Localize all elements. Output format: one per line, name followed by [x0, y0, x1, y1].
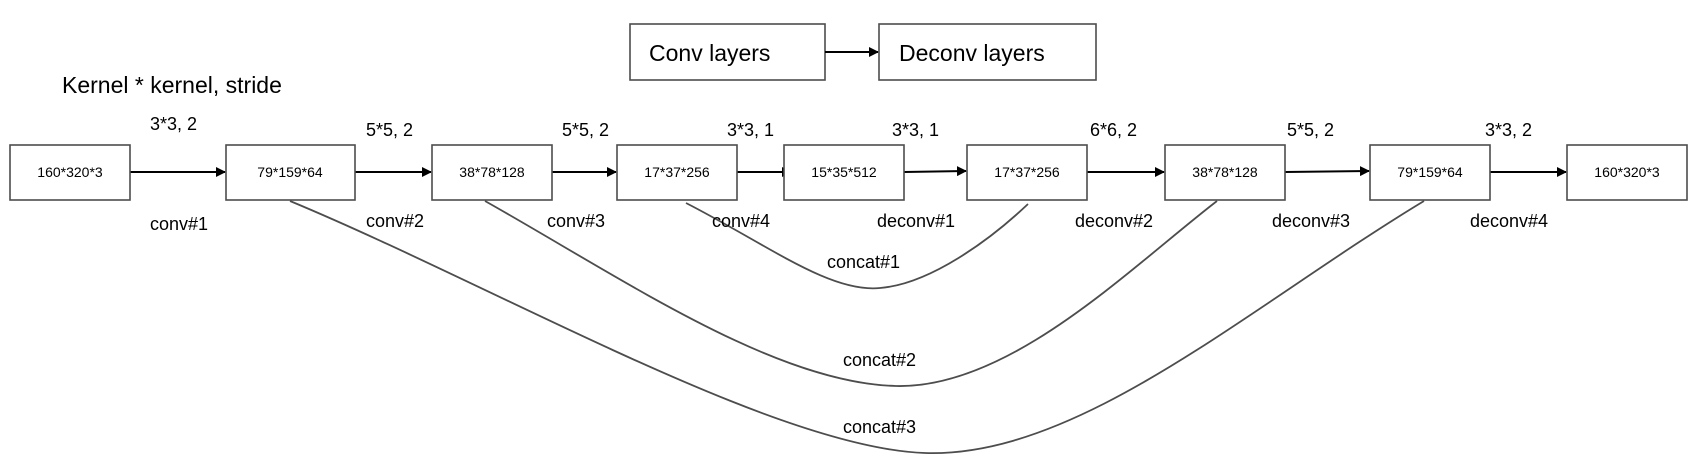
edge-name-conv-4: conv#4 [712, 211, 770, 231]
edge-params-conv-3: 5*5, 2 [562, 120, 609, 140]
forward-edges [130, 166, 1567, 177]
legend-conv-label: Conv layers [649, 40, 770, 66]
edge-params-deconv-1: 3*3, 1 [892, 120, 939, 140]
node-conv-4: 15*35*512 [783, 144, 905, 201]
node-label: 160*320*3 [1594, 164, 1660, 180]
node-label: 38*78*128 [459, 164, 525, 180]
edge-name-deconv-3: deconv#3 [1272, 211, 1350, 231]
edge-name-deconv-1: deconv#1 [877, 211, 955, 231]
edge-name-deconv-2: deconv#2 [1075, 211, 1153, 231]
skip-connection-concat-1 [685, 202, 1029, 290]
legend-deconv-box [878, 23, 1097, 81]
node-conv-1: 79*159*64 [225, 144, 356, 201]
edge-arrow-deconv-3 [1284, 166, 1370, 177]
edge-param-labels: 3*3, 2 5*5, 2 5*5, 2 3*3, 1 3*3, 1 6*6, … [150, 114, 1532, 140]
skip-connection-concat-2 [484, 200, 1218, 387]
node-output: 160*320*3 [1566, 144, 1688, 201]
edge-name-conv-2: conv#2 [366, 211, 424, 231]
edge-params-conv-1: 3*3, 2 [150, 114, 197, 134]
diagram-title: Kernel * kernel, stride [62, 72, 282, 98]
edge-params-deconv-3: 5*5, 2 [1287, 120, 1334, 140]
node-deconv-2: 38*78*128 [1164, 144, 1286, 201]
node-deconv-1: 17*37*256 [966, 144, 1088, 201]
node-conv-3: 17*37*256 [616, 144, 738, 201]
node-label: 79*159*64 [257, 164, 323, 180]
skip-connections: concat#1 concat#2 concat#3 [289, 200, 1425, 454]
node-label: 17*37*256 [994, 164, 1060, 180]
edge-name-conv-3: conv#3 [547, 211, 605, 231]
skip-label-concat-3: concat#3 [843, 417, 916, 437]
edge-params-deconv-4: 3*3, 2 [1485, 120, 1532, 140]
layer-nodes: 160*320*3 79*159*64 38*78*128 17*37*256 … [9, 144, 1688, 201]
skip-connection-concat-3 [289, 200, 1425, 454]
edge-params-deconv-2: 6*6, 2 [1090, 120, 1137, 140]
node-label: 17*37*256 [644, 164, 710, 180]
edge-arrow-deconv-1 [903, 166, 967, 177]
skip-label-concat-1: concat#1 [827, 252, 900, 272]
node-label: 38*78*128 [1192, 164, 1258, 180]
edge-name-conv-1: conv#1 [150, 214, 208, 234]
skip-label-concat-2: concat#2 [843, 350, 916, 370]
legend-conv-box [629, 23, 826, 81]
node-input: 160*320*3 [9, 144, 131, 201]
node-label: 79*159*64 [1397, 164, 1463, 180]
legend-deconv-label: Deconv layers [899, 40, 1045, 66]
edge-params-conv-2: 5*5, 2 [366, 120, 413, 140]
edge-name-labels: conv#1 conv#2 conv#3 conv#4 deconv#1 dec… [150, 211, 1548, 234]
node-label: 15*35*512 [811, 164, 877, 180]
legend: Conv layers Deconv layers [629, 23, 1097, 81]
edge-params-conv-4: 3*3, 1 [727, 120, 774, 140]
node-label: 160*320*3 [37, 164, 103, 180]
node-deconv-3: 79*159*64 [1369, 144, 1491, 201]
edge-name-deconv-4: deconv#4 [1470, 211, 1548, 231]
node-conv-2: 38*78*128 [431, 144, 553, 201]
